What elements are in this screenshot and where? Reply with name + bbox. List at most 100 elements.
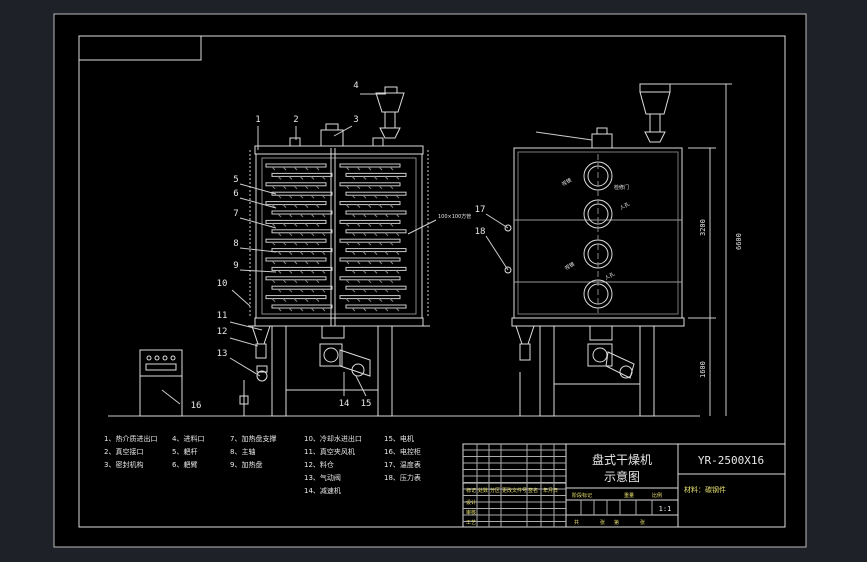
legend-item: 16、电控柜 xyxy=(384,447,421,456)
rake-tooth xyxy=(362,270,367,274)
rake-tooth xyxy=(395,288,400,293)
legend-item: 14、减速机 xyxy=(304,486,341,495)
rake-tooth xyxy=(321,288,326,293)
rake-tooth xyxy=(345,298,350,302)
rake-tooth xyxy=(282,260,287,265)
dim-upper: 3200 xyxy=(699,219,707,236)
rake-tooth xyxy=(271,279,276,284)
legend-item: 6、耙臂 xyxy=(172,460,197,469)
rake-tooth xyxy=(395,307,400,312)
tray-left xyxy=(271,304,333,309)
rake-tooth xyxy=(304,279,309,284)
rake-tooth xyxy=(389,166,394,171)
rake-tooth xyxy=(384,270,389,274)
tray-right xyxy=(339,163,401,168)
rake-tooth xyxy=(351,176,356,180)
rake-tooth xyxy=(282,298,287,302)
rake-tooth xyxy=(367,279,372,284)
rake-tooth xyxy=(373,194,378,199)
rake-tooth xyxy=(282,223,287,227)
rake-tooth xyxy=(378,279,383,284)
tray-right xyxy=(345,266,407,271)
rake-tooth xyxy=(378,260,383,265)
rake-tooth xyxy=(345,185,350,190)
rake-tooth xyxy=(367,166,372,171)
tray-right xyxy=(345,248,407,253)
drawing-border xyxy=(78,35,786,528)
rake-tooth xyxy=(271,298,276,302)
rake-tooth xyxy=(299,288,304,293)
tray-left xyxy=(271,172,333,177)
rake-tooth xyxy=(288,288,293,293)
rake-tooth xyxy=(384,176,389,180)
legend-item: 12、料仓 xyxy=(304,460,334,469)
legend-item: 10、冷却水进出口 xyxy=(304,434,362,443)
rake-tooth xyxy=(293,223,298,227)
rake-tooth xyxy=(373,307,378,312)
legend-item: 2、真空接口 xyxy=(104,447,143,456)
rake-tooth xyxy=(362,232,367,237)
rake-tooth xyxy=(351,194,356,199)
dim-lower: 1600 xyxy=(699,361,707,378)
rake-tooth xyxy=(389,223,394,227)
rake-tooth xyxy=(321,270,326,274)
rake-tooth xyxy=(277,251,282,255)
rake-tooth xyxy=(288,213,293,218)
tb-row-label-3: 审核 xyxy=(466,509,476,516)
callout-15: 15 xyxy=(361,399,372,409)
tb-col-label-1: 处数 xyxy=(478,487,488,494)
tray-right xyxy=(345,304,407,309)
rake-tooth xyxy=(315,204,320,208)
tb-sheet-label-1: 共 xyxy=(574,519,579,526)
rake-tooth xyxy=(356,279,361,284)
side-label-1: 视镜 xyxy=(561,177,573,188)
tb-sheet-label-2: 张 xyxy=(600,519,605,526)
rake-tooth xyxy=(345,241,350,246)
rake-tooth xyxy=(356,166,361,171)
rake-tooth xyxy=(277,270,282,274)
callout-18: 18 xyxy=(475,227,486,237)
rake-tooth xyxy=(395,270,400,274)
legend-item: 11、真空夹风机 xyxy=(304,447,355,456)
rake-tooth xyxy=(373,251,378,255)
tray-right xyxy=(339,276,401,281)
rake-tooth xyxy=(356,241,361,246)
callout-4: 4 xyxy=(353,81,358,91)
rake-tooth xyxy=(310,213,315,218)
corner-stamp-box xyxy=(78,35,202,61)
tray-left xyxy=(265,201,327,206)
drawing-sheet xyxy=(53,13,807,548)
tray-right xyxy=(339,182,401,187)
tray-right xyxy=(345,285,407,290)
rake-tooth xyxy=(389,279,394,284)
tray-right xyxy=(339,257,401,262)
rake-tooth xyxy=(351,251,356,255)
rake-tooth xyxy=(299,232,304,237)
rake-tooth xyxy=(362,288,367,293)
callout-6: 6 xyxy=(233,189,238,199)
callout-17: 17 xyxy=(475,205,486,215)
rake-tooth xyxy=(389,298,394,302)
rake-tooth xyxy=(351,307,356,312)
rake-tooth xyxy=(315,166,320,171)
rake-tooth xyxy=(304,260,309,265)
rake-tooth xyxy=(321,194,326,199)
rake-tooth xyxy=(293,260,298,265)
rake-tooth xyxy=(384,288,389,293)
rake-tooth xyxy=(378,223,383,227)
tray-left xyxy=(271,266,333,271)
legend-item: 4、进料口 xyxy=(172,434,204,443)
tray-left xyxy=(265,238,327,243)
dimension-lines xyxy=(668,83,732,416)
legend-item: 18、压力表 xyxy=(384,473,421,482)
rake-tooth xyxy=(321,213,326,218)
rake-tooth xyxy=(389,204,394,208)
rake-tooth xyxy=(389,185,394,190)
rake-tooth xyxy=(288,194,293,199)
legend-item: 8、主轴 xyxy=(230,447,255,456)
rake-tooth xyxy=(395,176,400,180)
rake-tooth xyxy=(389,241,394,246)
